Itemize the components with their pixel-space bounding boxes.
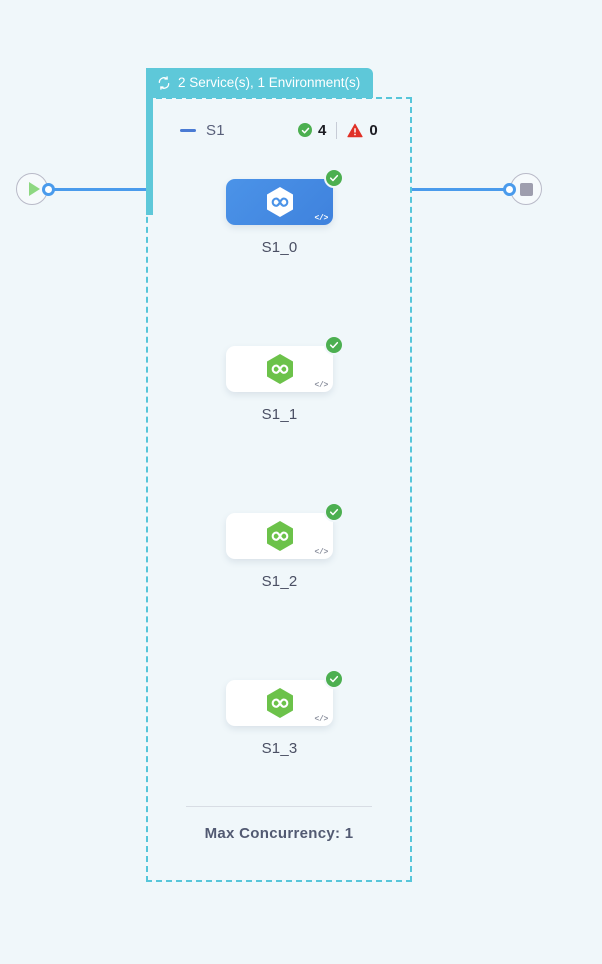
stop-icon [519,182,533,196]
node-label: S1_1 [261,406,298,423]
footer-divider [186,806,372,807]
node-card[interactable]: </> [226,669,344,726]
hexagon-infinity-icon [265,520,295,552]
end-input-port[interactable] [503,183,516,196]
success-count-group: 4 [298,122,326,139]
warning-triangle-icon [347,123,363,138]
warning-count-group: 0 [347,121,378,139]
node-s1-3[interactable]: </> S1_3 [226,669,344,757]
hexagon-infinity-icon [265,186,295,218]
node-label: S1_2 [261,573,298,590]
code-icon[interactable]: </> [314,715,328,724]
hexagon-infinity-icon [265,353,295,385]
warning-count: 0 [369,121,378,139]
group-header-label: 2 Service(s), 1 Environment(s) [178,75,361,91]
group-header-tab[interactable]: 2 Service(s), 1 Environment(s) [146,68,374,98]
check-circle-icon [298,123,312,137]
code-icon[interactable]: </> [314,214,328,223]
node-card[interactable]: </> [226,335,344,392]
check-circle-icon [324,669,344,689]
group-footer: Max Concurrency: 1 [146,806,412,842]
edge-start-to-group [44,188,148,191]
node-label: S1_0 [261,239,298,256]
node-s1-0[interactable]: </> S1_0 [226,168,344,256]
minus-icon[interactable] [180,128,196,132]
max-concurrency-label: Max Concurrency: 1 [204,825,354,842]
count-divider [336,121,338,139]
code-icon[interactable]: </> [314,381,328,390]
refresh-cycle-icon [157,76,171,90]
node-label: S1_3 [261,740,298,757]
node-card[interactable]: </> [226,168,344,225]
code-icon[interactable]: </> [314,548,328,557]
play-icon [28,182,40,196]
hexagon-infinity-icon [265,687,295,719]
node-card[interactable]: </> [226,502,344,559]
start-output-port[interactable] [42,183,55,196]
service-group-container[interactable] [146,97,412,882]
node-s1-2[interactable]: </> S1_2 [226,502,344,590]
check-circle-icon [324,502,344,522]
service-summary-row: S1 4 0 [146,116,412,144]
edge-group-to-end [410,188,514,191]
group-accent-bar [146,68,153,215]
check-circle-icon [324,335,344,355]
success-count: 4 [318,121,327,139]
service-status-counts: 4 0 [298,121,378,139]
check-circle-icon [324,168,344,188]
node-s1-1[interactable]: </> S1_1 [226,335,344,423]
service-name-label: S1 [206,121,225,139]
